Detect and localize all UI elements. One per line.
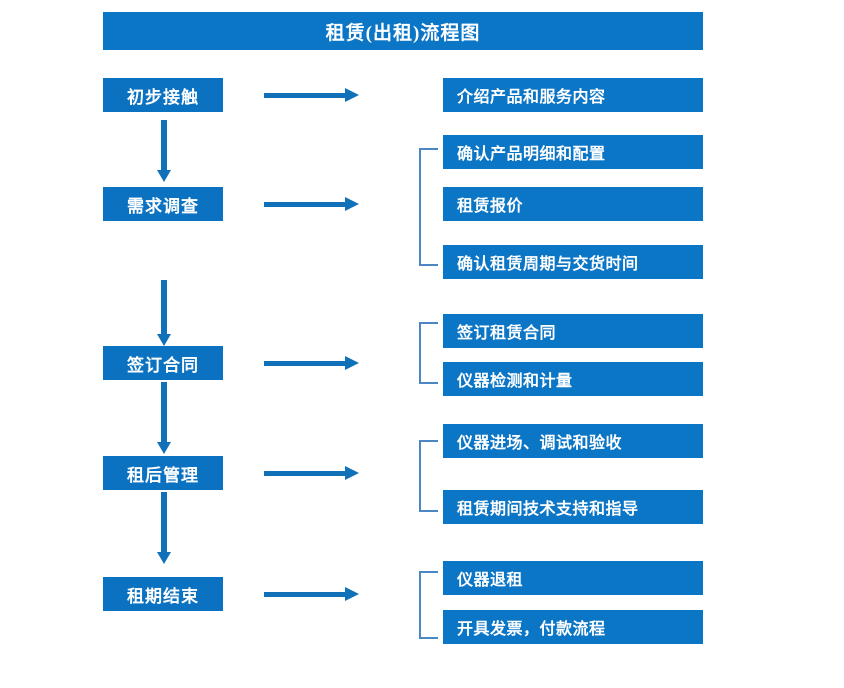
detail-box-5-1[interactable]: 仪器退租 — [443, 561, 703, 595]
arrow-right-2 — [264, 197, 359, 211]
detail-box-3-2[interactable]: 仪器检测和计量 — [443, 362, 703, 396]
detail-box-5-2[interactable]: 开具发票，付款流程 — [443, 610, 703, 644]
arrow-head — [345, 587, 359, 601]
arrow-right-5 — [264, 587, 359, 601]
detail-box-2-2[interactable]: 租赁报价 — [443, 187, 703, 221]
arrow-shaft — [161, 492, 167, 552]
arrow-head — [157, 170, 171, 182]
arrow-head — [345, 356, 359, 370]
stage-box-5[interactable]: 租期结束 — [103, 577, 223, 611]
stage-box-1[interactable]: 初步接触 — [103, 78, 223, 112]
flowchart-title: 租赁(出租)流程图 — [103, 12, 703, 50]
stage-box-3[interactable]: 签订合同 — [103, 346, 223, 380]
arrow-shaft — [264, 592, 346, 597]
arrow-shaft — [161, 280, 167, 334]
detail-box-1-1[interactable]: 介绍产品和服务内容 — [443, 78, 703, 112]
arrow-shaft — [264, 202, 346, 207]
arrow-head — [157, 442, 171, 454]
arrow-right-3 — [264, 356, 359, 370]
bracket-connector-3 — [419, 322, 438, 384]
arrow-head — [157, 552, 171, 564]
arrow-shaft — [264, 93, 346, 98]
arrow-shaft — [161, 120, 167, 170]
arrow-down-1 — [157, 120, 171, 182]
detail-box-4-1[interactable]: 仪器进场、调试和验收 — [443, 424, 703, 458]
detail-box-3-1[interactable]: 签订租赁合同 — [443, 314, 703, 348]
arrow-head — [345, 197, 359, 211]
arrow-down-3 — [157, 382, 171, 454]
arrow-right-1 — [264, 88, 359, 102]
detail-box-2-3[interactable]: 确认租赁周期与交货时间 — [443, 245, 703, 279]
arrow-down-4 — [157, 492, 171, 564]
detail-box-4-2[interactable]: 租赁期间技术支持和指导 — [443, 490, 703, 524]
detail-box-2-1[interactable]: 确认产品明细和配置 — [443, 135, 703, 169]
arrow-head — [345, 88, 359, 102]
arrow-right-4 — [264, 466, 359, 480]
bracket-connector-2 — [419, 148, 438, 266]
stage-box-2[interactable]: 需求调查 — [103, 187, 223, 221]
arrow-head — [345, 466, 359, 480]
bracket-connector-4 — [419, 440, 438, 512]
stage-box-4[interactable]: 租后管理 — [103, 456, 223, 490]
bracket-connector-5 — [419, 571, 438, 639]
arrow-shaft — [264, 471, 346, 476]
arrow-down-2 — [157, 280, 171, 346]
arrow-shaft — [264, 361, 346, 366]
arrow-shaft — [161, 382, 167, 442]
arrow-head — [157, 334, 171, 346]
